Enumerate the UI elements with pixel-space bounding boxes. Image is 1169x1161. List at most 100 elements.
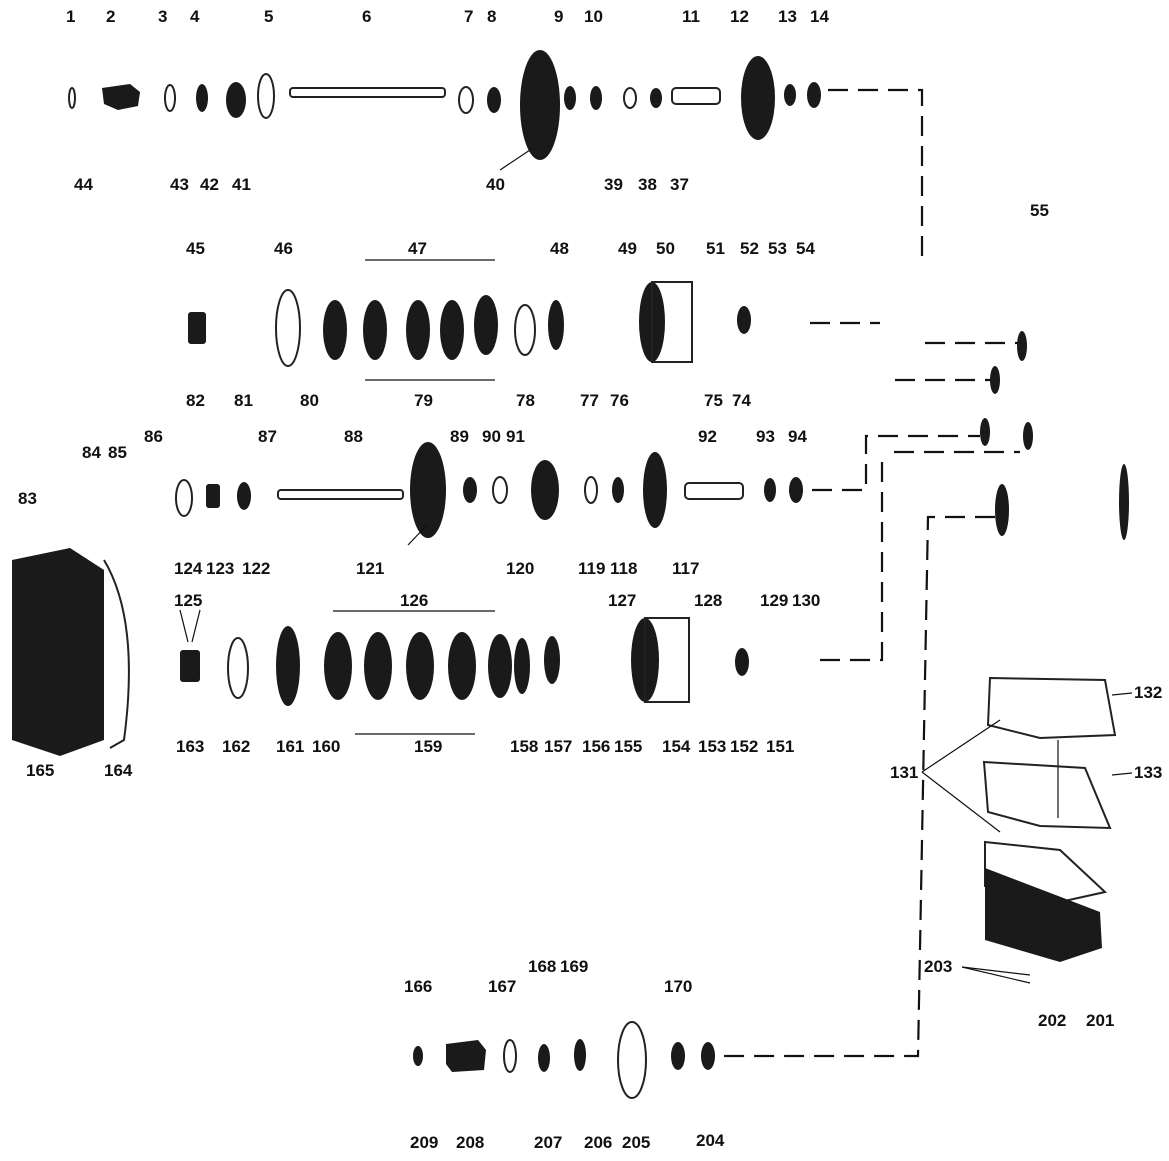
part-47-disc-2 [363, 300, 387, 360]
label-78: 78 [516, 391, 535, 410]
label-94: 94 [788, 427, 807, 446]
part-117-gear [643, 452, 667, 528]
part-206 [574, 1039, 586, 1071]
label-93: 93 [756, 427, 775, 446]
label-87: 87 [258, 427, 277, 446]
part-118 [612, 477, 624, 503]
label-151: 151 [766, 737, 794, 756]
label-74: 74 [732, 391, 751, 410]
part-11 [671, 87, 721, 105]
part-131-pan [985, 868, 1102, 962]
part-205 [617, 1021, 647, 1099]
label-131: 131 [890, 763, 918, 782]
label-132: 132 [1134, 683, 1162, 702]
part-162 [227, 637, 249, 699]
part-159-disc-3 [406, 632, 434, 700]
label-49: 49 [618, 239, 637, 258]
label-209: 209 [410, 1133, 438, 1152]
label-9: 9 [554, 7, 563, 26]
part-78 [514, 304, 536, 356]
label-133: 133 [1134, 763, 1162, 782]
label-158: 158 [510, 737, 538, 756]
label-91: 91 [506, 427, 525, 446]
label-163: 163 [176, 737, 204, 756]
right-side-discs [980, 331, 1129, 540]
label-7: 7 [464, 7, 473, 26]
disc-55-b [990, 366, 1000, 394]
label-86: 86 [144, 427, 163, 446]
row3-parts [175, 442, 803, 538]
label-159: 159 [414, 737, 442, 756]
part-9 [564, 86, 576, 110]
part-159-disc-1 [324, 632, 352, 700]
label-44: 44 [74, 175, 93, 194]
disc-55-a [1017, 331, 1027, 361]
label-123: 123 [206, 559, 234, 578]
label-161: 161 [276, 737, 304, 756]
label-118: 118 [610, 559, 637, 578]
part-14 [807, 82, 821, 108]
label-85: 85 [108, 443, 127, 462]
label-37: 37 [670, 175, 689, 194]
label-157: 157 [544, 737, 572, 756]
part-88-shaft [277, 489, 404, 500]
housing-83 [12, 548, 130, 756]
label-126: 126 [400, 591, 428, 610]
label-128: 128 [694, 591, 722, 610]
part-133-gasket [982, 760, 1112, 830]
part-93 [764, 478, 776, 502]
label-46: 46 [274, 239, 293, 258]
row2-parts [188, 281, 751, 367]
label-39: 39 [604, 175, 623, 194]
label-79: 79 [414, 391, 433, 410]
label-6: 6 [362, 7, 371, 26]
label-117: 117 [672, 559, 699, 578]
label-155: 155 [614, 737, 642, 756]
label-43: 43 [170, 175, 189, 194]
oil-pan-assembly [982, 676, 1117, 962]
label-127: 127 [608, 591, 636, 610]
part-122 [237, 482, 251, 510]
leader-lines [179, 149, 1133, 984]
label-156: 156 [582, 737, 610, 756]
label-170: 170 [664, 977, 692, 996]
part-82 [188, 312, 206, 344]
label-84: 84 [82, 443, 101, 462]
part-40-gear [520, 50, 560, 160]
label-92: 92 [698, 427, 717, 446]
part-151 [735, 648, 749, 676]
part-154-drum-body [644, 617, 690, 703]
part-121-gear [410, 442, 446, 538]
part-120 [531, 460, 559, 520]
part-48 [548, 300, 564, 350]
label-50: 50 [656, 239, 675, 258]
label-125: 125 [174, 591, 202, 610]
label-90: 90 [482, 427, 501, 446]
label-13: 13 [778, 7, 797, 26]
part-2 [102, 84, 140, 110]
part-46 [275, 289, 301, 367]
label-152: 152 [730, 737, 758, 756]
label-124: 124 [174, 559, 203, 578]
disc-55-c [980, 418, 990, 446]
part-1 [68, 87, 76, 109]
row1-parts [68, 50, 821, 160]
part-207 [538, 1044, 550, 1072]
label-88: 88 [344, 427, 363, 446]
label-41: 41 [232, 175, 251, 194]
label-207: 207 [534, 1133, 562, 1152]
label-164: 164 [104, 761, 133, 780]
label-10: 10 [584, 7, 603, 26]
label-4: 4 [190, 7, 200, 26]
part-123 [206, 484, 220, 508]
row4-parts [180, 617, 749, 706]
part-10 [590, 86, 602, 110]
row5-parts [413, 1021, 715, 1099]
label-55: 55 [1030, 201, 1049, 220]
part-158 [514, 638, 530, 694]
label-81: 81 [234, 391, 253, 410]
disc-55-d [1023, 422, 1033, 450]
label-165: 165 [26, 761, 54, 780]
label-160: 160 [312, 737, 340, 756]
